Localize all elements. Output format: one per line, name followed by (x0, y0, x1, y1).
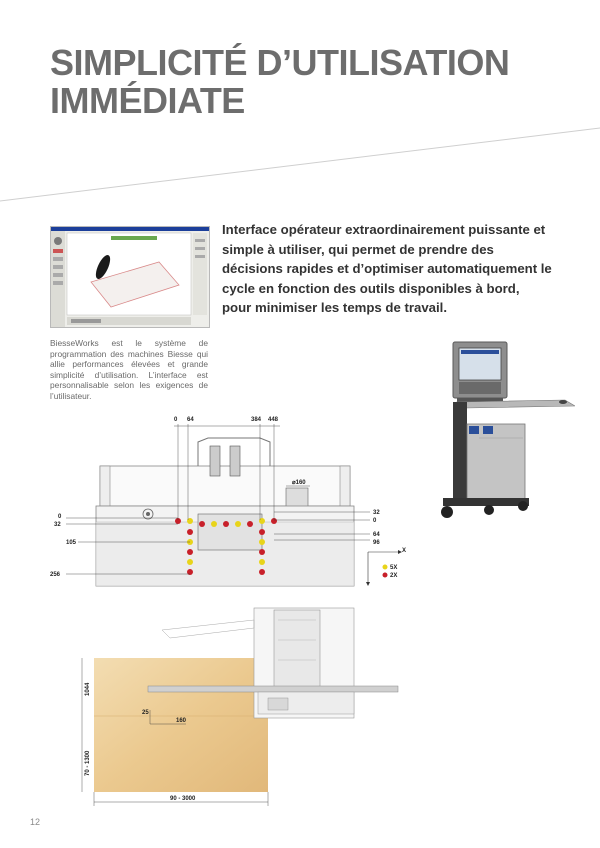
dim-top-384: 384 (251, 417, 262, 423)
axis-x-label: X (402, 548, 406, 554)
legend-yellow-label: 5X (390, 565, 397, 571)
dim-small-160: 160 (176, 718, 187, 724)
dim-right-0: 0 (373, 518, 377, 524)
dim-top-448: 448 (268, 417, 279, 423)
page-title-line-2: IMMÉDIATE (50, 80, 245, 121)
machine-top-view-drawing: 0 64 384 448 ⌀160 0 32 105 256 32 0 64 9… (48, 410, 428, 594)
dim-right-96: 96 (373, 540, 380, 546)
page-title-line-1: SIMPLICITÉ D’UTILISATION (50, 42, 510, 83)
dim-left-32: 32 (54, 522, 61, 528)
dim-left-256: 256 (50, 572, 61, 578)
dim-thickness: 70 - 1300 (85, 750, 91, 776)
diagonal-divider (0, 127, 600, 202)
operator-console-illustration (435, 340, 577, 530)
dim-small-25: 25 (142, 710, 149, 716)
page-title: SIMPLICITÉ D’UTILISATION IMMÉDIATE (50, 44, 570, 120)
dim-right-64: 64 (373, 532, 380, 538)
legend-red-label: 2X (390, 573, 397, 579)
dim-width: 90 - 3000 (170, 796, 196, 802)
dim-right-32: 32 (373, 510, 380, 516)
dim-left-105: 105 (66, 540, 77, 546)
page-number: 12 (30, 817, 41, 827)
dim-diameter: ⌀160 (292, 480, 306, 486)
intro-paragraph: Interface opérateur extraordinairement p… (222, 222, 552, 316)
drill-points (175, 518, 277, 575)
dim-height-1044: 1044 (85, 682, 91, 696)
software-screenshot (50, 226, 210, 328)
screenshot-caption: BiesseWorks est le système de programmat… (50, 338, 208, 401)
dim-top-0: 0 (174, 417, 178, 423)
dim-left-0: 0 (58, 514, 62, 520)
machine-side-view-drawing: 1044 70 - 1300 90 - 3000 25 160 (78, 600, 400, 812)
dim-top-64: 64 (187, 417, 194, 423)
